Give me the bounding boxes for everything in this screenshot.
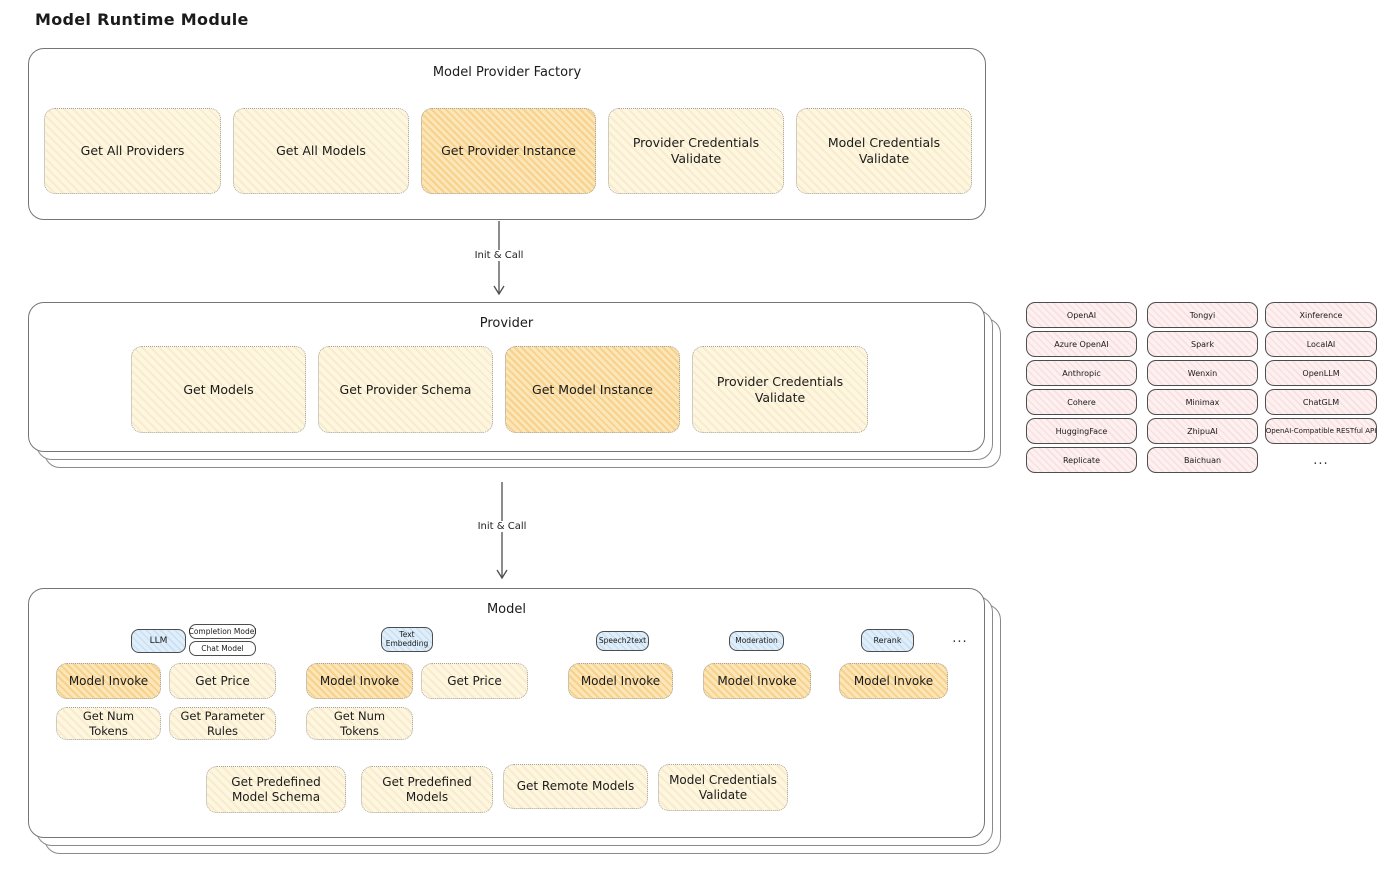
provider-item: OpenLLM (1265, 360, 1377, 386)
model-title: Model (486, 602, 527, 617)
capabilities-more-ellipsis: ... (952, 631, 968, 646)
provider-item: ChatGLM (1265, 389, 1377, 415)
node-embedding-get-price: Get Price (421, 663, 528, 699)
node-llm-get-parameter-rules: Get Parameter Rules (169, 707, 276, 740)
provider-item: Wenxin (1147, 360, 1258, 386)
tag-llm: LLM (131, 629, 186, 653)
tag-chat-model: Chat Model (189, 641, 256, 656)
node-model-credentials-validate: Model Credentials Validate (796, 108, 972, 194)
provider-item: Azure OpenAI (1026, 331, 1137, 357)
node-provider-credentials-validate-2: Provider Credentials Validate (692, 346, 868, 433)
arrow-label-init-call-2: Init & Call (471, 521, 533, 532)
tag-speech2text: Speech2text (596, 631, 649, 651)
arrow-label-init-call-1: Init & Call (468, 250, 530, 261)
node-embedding-model-invoke: Model Invoke (306, 663, 413, 699)
arrow-provider-to-model (496, 482, 508, 580)
provider-item: ZhipuAI (1147, 418, 1258, 444)
factory-title: Model Provider Factory (432, 65, 582, 80)
provider-item: Xinference (1265, 302, 1377, 328)
diagram-title: Model Runtime Module (35, 10, 249, 29)
provider-item: LocalAI (1265, 331, 1377, 357)
tag-moderation: Moderation (729, 631, 784, 651)
node-get-remote-models: Get Remote Models (503, 764, 648, 809)
provider-box: Provider Get Models Get Provider Schema … (28, 302, 985, 452)
node-get-predefined-model-schema: Get Predefined Model Schema (206, 766, 346, 813)
provider-item: OpenAI-Compatible RESTful API (1265, 418, 1377, 444)
node-moderation-model-invoke: Model Invoke (703, 663, 811, 699)
node-get-model-instance: Get Model Instance (505, 346, 680, 433)
provider-item: OpenAI (1026, 302, 1137, 328)
factory-box: Model Provider Factory Get All Providers… (28, 48, 986, 220)
provider-item: Cohere (1026, 389, 1137, 415)
node-llm-get-num-tokens: Get Num Tokens (56, 707, 161, 740)
provider-title: Provider (479, 316, 534, 331)
node-get-all-models: Get All Models (233, 108, 409, 194)
provider-item: Tongyi (1147, 302, 1258, 328)
tag-text-embedding: Text Embedding (381, 627, 433, 652)
provider-item: Baichuan (1147, 447, 1258, 473)
node-rerank-model-invoke: Model Invoke (839, 663, 948, 699)
node-get-predefined-models: Get Predefined Models (361, 766, 493, 813)
provider-item: Replicate (1026, 447, 1137, 473)
tag-rerank: Rerank (861, 629, 914, 652)
node-get-models: Get Models (131, 346, 306, 433)
node-model-credentials-validate-2: Model Credentials Validate (658, 764, 788, 811)
node-get-provider-schema: Get Provider Schema (318, 346, 493, 433)
node-llm-get-price: Get Price (169, 663, 276, 699)
provider-item: Spark (1147, 331, 1258, 357)
providers-more-ellipsis: ... (1313, 453, 1329, 468)
node-speech2text-model-invoke: Model Invoke (568, 663, 673, 699)
node-get-all-providers: Get All Providers (44, 108, 221, 194)
provider-item: Minimax (1147, 389, 1258, 415)
tag-completion-model: Completion Model (189, 624, 256, 639)
node-embedding-get-num-tokens: Get Num Tokens (306, 707, 413, 740)
model-box: Model LLM Completion Model Chat Model Te… (28, 588, 985, 838)
node-llm-model-invoke: Model Invoke (56, 663, 161, 699)
node-get-provider-instance: Get Provider Instance (421, 108, 596, 194)
provider-item: HuggingFace (1026, 418, 1137, 444)
node-provider-credentials-validate: Provider Credentials Validate (608, 108, 784, 194)
provider-item: Anthropic (1026, 360, 1137, 386)
